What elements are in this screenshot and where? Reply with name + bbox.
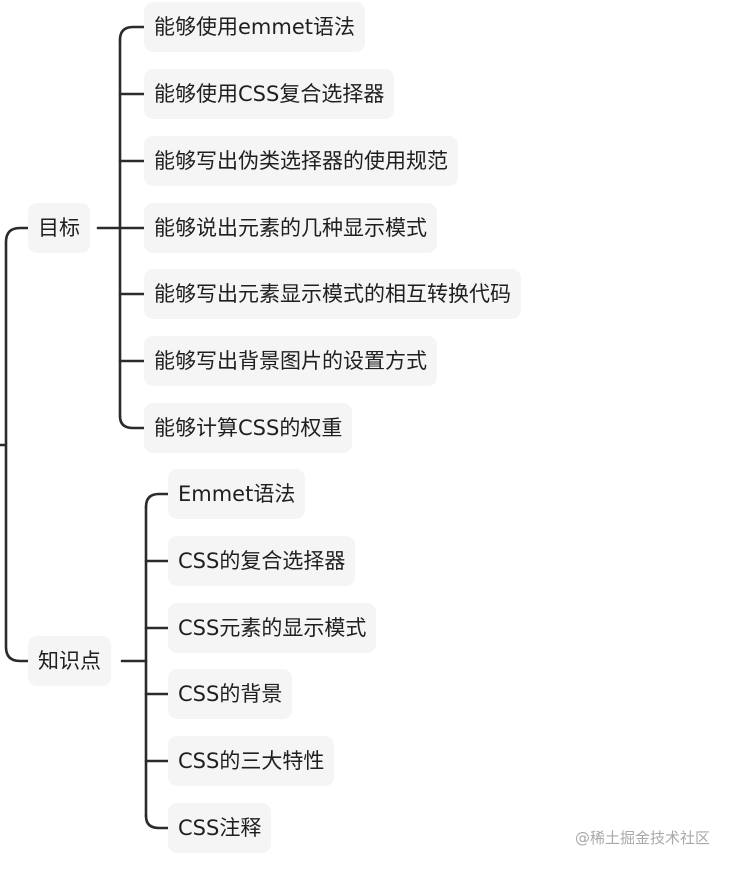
knowledge-node-background[interactable]: CSS的背景 (168, 669, 293, 719)
knowledge-node-display-modes[interactable]: CSS元素的显示模式 (168, 603, 377, 653)
knowledge-node-three-features[interactable]: CSS的三大特性 (168, 736, 335, 786)
knowledge-node-compound-selectors[interactable]: CSS的复合选择器 (168, 536, 356, 586)
knowledge-node-emmet-syntax[interactable]: Emmet语法 (168, 469, 306, 519)
goal-node-compound-selectors[interactable]: 能够使用CSS复合选择器 (144, 69, 395, 119)
branch-node-goals[interactable]: 目标 (28, 203, 90, 253)
connector-goal-to-child-0 (118, 25, 146, 42)
goal-node-background-image[interactable]: 能够写出背景图片的设置方式 (144, 336, 437, 386)
knowledge-node-css-comments[interactable]: CSS注释 (168, 803, 272, 853)
connector-knowledge-to-child-0 (144, 492, 170, 509)
goal-node-specificity[interactable]: 能够计算CSS的权重 (144, 403, 353, 453)
branch-node-knowledge-points[interactable]: 知识点 (28, 636, 111, 686)
goal-node-pseudo-class[interactable]: 能够写出伪类选择器的使用规范 (144, 136, 458, 186)
goal-node-display-modes[interactable]: 能够说出元素的几种显示模式 (144, 203, 437, 253)
connector-goal-to-child-6 (118, 414, 146, 430)
goal-node-display-conversion[interactable]: 能够写出元素显示模式的相互转换代码 (144, 269, 521, 319)
connector-knowledge-to-child-5 (144, 814, 170, 830)
watermark-text: @稀土掘金技术社区 (574, 829, 710, 847)
connector-root-trunk (0, 226, 30, 663)
goal-node-emmet-syntax[interactable]: 能够使用emmet语法 (144, 2, 365, 52)
